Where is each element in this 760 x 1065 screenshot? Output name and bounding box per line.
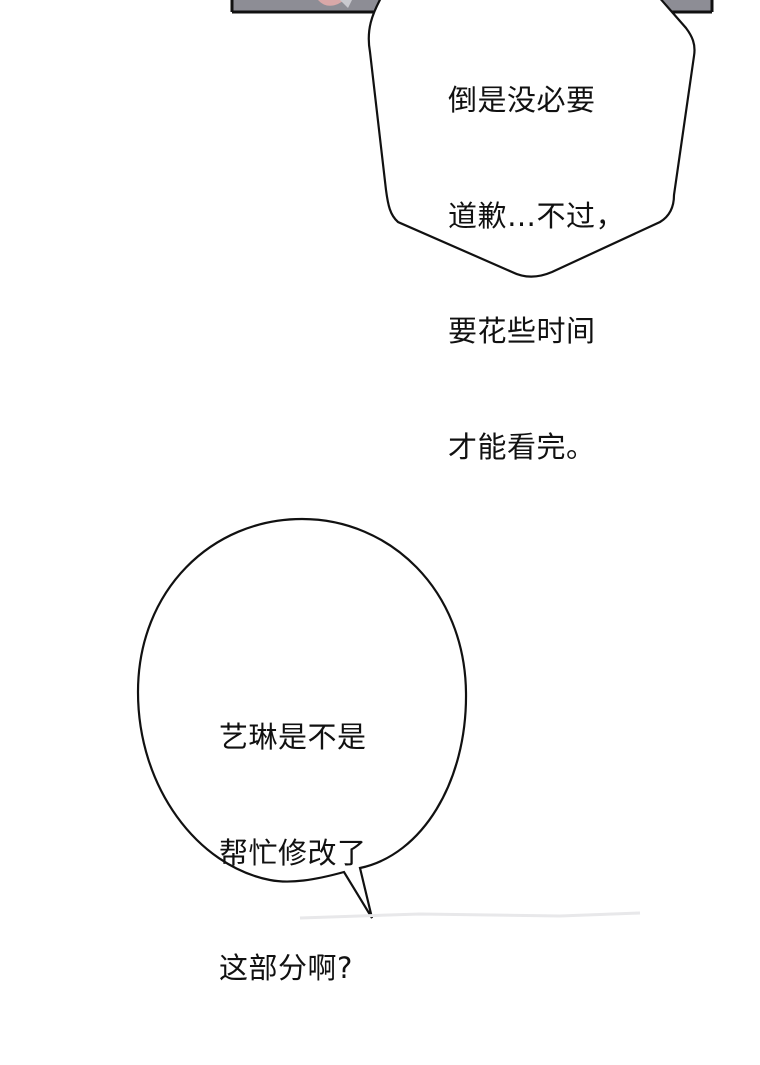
- speech-bubble-top: [367, 0, 696, 278]
- dialogue-line: 艺琳是不是: [219, 720, 367, 754]
- comic-page: 倒是没必要 道歉…不过， 要花些时间 才能看完。 艺琳是不是 帮忙修改了 这部分…: [136, 0, 714, 985]
- speech-bubble-bottom: [136, 517, 468, 919]
- dialogue-line: 倒是没必要: [448, 83, 596, 117]
- dialogue-line: 要花些时间: [448, 314, 596, 348]
- bottom-image-edge: [299, 911, 641, 920]
- comic-artwork: [136, 0, 714, 920]
- dialogue-bottom: 艺琳是不是 帮忙修改了 这部分啊?: [219, 641, 367, 1065]
- dialogue-line: 道歉…不过，: [448, 198, 626, 233]
- dialogue-line: 帮忙修改了: [219, 835, 367, 870]
- dialogue-top: 倒是没必要 道歉…不过， 要花些时间 才能看完。: [448, 4, 625, 543]
- dialogue-line: 才能看完。: [448, 429, 596, 464]
- dialogue-line: 这部分啊?: [219, 951, 353, 985]
